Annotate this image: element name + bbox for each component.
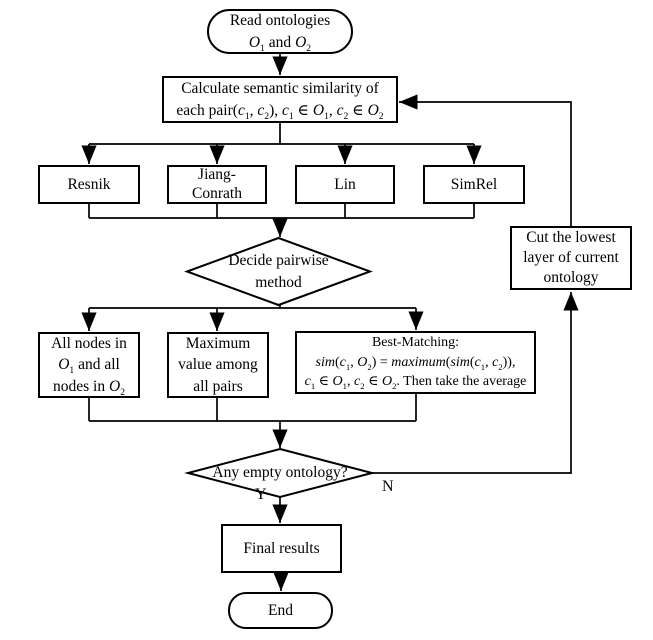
node-maximum-line3: all pairs [193, 377, 243, 395]
node-end: End [228, 592, 333, 629]
node-decide-line1: Decide pairwise [228, 252, 329, 270]
node-final-results: Final results [221, 524, 342, 573]
node-maximum-line2: value among [178, 356, 258, 374]
edge-cut-to-calculate [399, 94, 572, 226]
node-resnik-label: Resnik [67, 175, 111, 193]
node-lin-label: Lin [334, 175, 356, 193]
node-simrel-label: SimRel [450, 175, 498, 193]
node-all-nodes: All nodes in O1 and all nodes in O2 [38, 332, 140, 398]
decision-decide-pairwise [184, 236, 373, 307]
node-best-matching-line3: c1 ∈ O1, c2 ∈ O2. Then take the average [304, 374, 527, 392]
node-all-nodes-line2: O1 and all [58, 356, 120, 377]
node-cut-lowest-line1: Cut the lowest [526, 228, 616, 246]
node-best-matching-line1: Best-Matching: [371, 334, 460, 350]
node-start-line2: O1 and O2 [248, 33, 312, 54]
node-any-empty-label: Any empty ontology? [188, 449, 372, 497]
node-maximum-line1: Maximum [185, 334, 251, 352]
node-decide-label: Decide pairwise method [187, 240, 370, 303]
node-final-results-label: Final results [243, 539, 320, 557]
node-calculate-line1: Calculate semantic similarity of [181, 80, 379, 98]
node-any-empty-line1: Any empty ontology? [212, 464, 348, 482]
node-best-matching: Best-Matching: sim(c1, O2) = maximum(sim… [295, 331, 536, 394]
edge-strategies-rail [89, 305, 416, 309]
edge-methods-rail [89, 123, 474, 145]
node-best-matching-line2: sim(c1, O2) = maximum(sim(c1, c2)), [315, 354, 516, 372]
edge-label-yes: Y [255, 486, 267, 503]
edge-methods-merge-rail [88, 204, 475, 219]
node-cut-lowest: Cut the lowest layer of current ontology [510, 226, 632, 290]
node-all-nodes-line1: All nodes in [51, 334, 127, 352]
node-end-label: End [268, 601, 293, 619]
node-simrel: SimRel [423, 165, 525, 204]
node-all-nodes-line3: nodes in O2 [53, 377, 125, 398]
node-cut-lowest-line3: ontology [543, 269, 599, 287]
edge-label-no: N [382, 478, 394, 495]
node-calculate-line2: each pair(c1, c2), c1 ∈ O1, c2 ∈ O2 [176, 101, 384, 122]
node-cut-lowest-line2: layer of current [523, 248, 619, 266]
node-resnik: Resnik [38, 165, 140, 204]
decision-any-empty [184, 447, 376, 499]
node-maximum: Maximum value among all pairs [167, 332, 269, 398]
edge-strategies-merge-rail [88, 394, 417, 422]
node-jiang-conrath-line2: Conrath [192, 184, 242, 202]
node-jiang-conrath: Jiang- Conrath [167, 165, 267, 204]
node-calculate: Calculate semantic similarity of each pa… [162, 76, 398, 123]
node-decide-line2: method [255, 273, 302, 291]
node-jiang-conrath-line1: Jiang- [198, 165, 236, 183]
node-start-line1: Read ontologies [229, 12, 331, 30]
edge-no-to-cut [372, 292, 579, 474]
node-lin: Lin [295, 165, 395, 204]
node-start: Read ontologies O1 and O2 [207, 9, 353, 54]
